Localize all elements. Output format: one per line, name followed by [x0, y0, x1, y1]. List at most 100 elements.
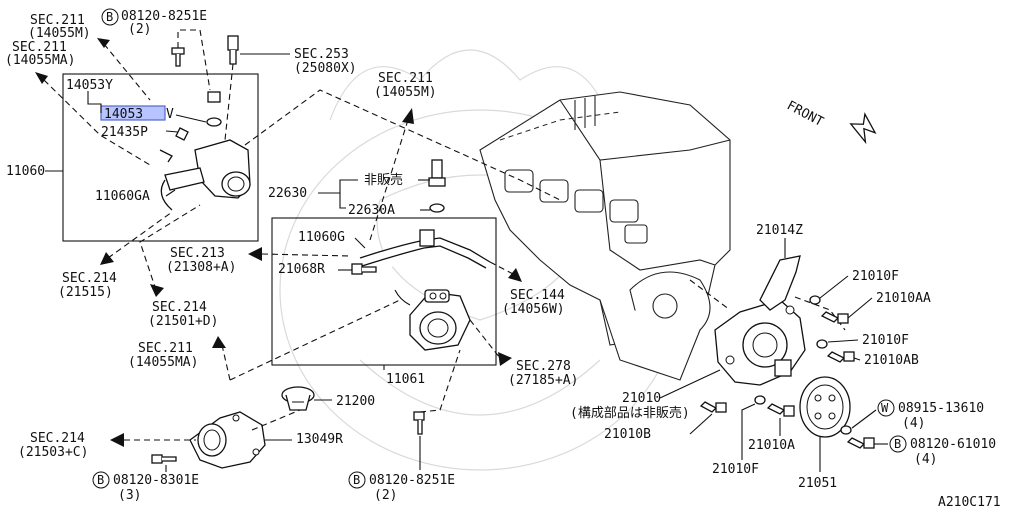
bolt-right-part[interactable]: 08120-61010 — [910, 437, 996, 452]
bolt-mid — [413, 411, 425, 435]
label-21010f-a[interactable]: 21010F — [852, 269, 899, 284]
svg-text:B: B — [894, 437, 901, 451]
bolt-top — [171, 47, 185, 67]
sec211-ma-top-ref: (14055MA) — [5, 53, 75, 68]
bolt-mid-qty: (2) — [374, 488, 397, 503]
bolt-right-qty: (4) — [914, 452, 937, 467]
svg-text:W: W — [881, 401, 889, 415]
sec214-b-ref: (21501+D) — [148, 314, 218, 329]
svg-text:B: B — [97, 473, 104, 487]
front-label: FRONT — [784, 98, 826, 130]
bolt-circle-top: B — [101, 8, 119, 26]
sec211-mid-label[interactable]: SEC.211 — [378, 71, 433, 86]
label-21010b[interactable]: 21010B — [604, 427, 651, 442]
washer-part[interactable]: 08915-13610 — [898, 401, 984, 416]
bolt-circle-mid: B — [348, 471, 366, 489]
sec213-ref: (21308+A) — [166, 260, 236, 275]
washer-08915 — [840, 425, 852, 435]
label-21014z[interactable]: 21014Z — [756, 223, 803, 238]
arrow-sec214-c — [110, 433, 196, 447]
bolt-mid-part[interactable]: 08120-8251E — [369, 473, 455, 488]
bolt-21010ab — [826, 351, 855, 363]
label-14053y[interactable]: 14053Y — [66, 78, 113, 93]
bolt-circle-right: B — [889, 435, 907, 453]
sec144-ref: (14056W) — [502, 302, 565, 317]
washer-21010f-c — [754, 395, 766, 405]
label-21435p[interactable]: 21435P — [101, 125, 148, 140]
sec214-a-ref: (21515) — [58, 285, 113, 300]
bolt-21010b — [699, 401, 727, 413]
arrow-sec214-a — [100, 211, 173, 265]
sec278-label[interactable]: SEC.278 — [516, 359, 571, 374]
label-21010a[interactable]: 21010A — [748, 438, 795, 453]
washer-qty: (4) — [902, 416, 925, 431]
sec253-label[interactable]: SEC.253 — [294, 47, 349, 62]
label-21068r[interactable]: 21068R — [278, 262, 325, 277]
arrow-sec213 — [248, 247, 351, 261]
label-21010ab[interactable]: 21010AB — [864, 353, 919, 368]
washer-22630a — [429, 203, 445, 213]
label-21010f-c[interactable]: 21010F — [712, 462, 759, 477]
sec211-top-label[interactable]: SEC.211 — [30, 13, 85, 28]
water-outlet-11060[interactable] — [159, 91, 251, 211]
arrow-sec278 — [469, 319, 512, 366]
bolt-top-part[interactable]: 08120-8251E — [121, 9, 207, 24]
bolt-21068r — [351, 263, 377, 275]
sec211-mid-ref: (14055M) — [374, 85, 437, 100]
label-21051[interactable]: 21051 — [798, 476, 837, 491]
bolt-left — [151, 454, 177, 464]
sec253-ref: (25080X) — [294, 61, 357, 76]
water-inlet-11061[interactable] — [409, 289, 471, 351]
thermostat-21200[interactable] — [281, 386, 315, 411]
sec214-a-label[interactable]: SEC.214 — [62, 271, 117, 286]
label-21010-note: (構成部品は非販売) — [570, 405, 690, 421]
sec214-c-label[interactable]: SEC.214 — [30, 431, 85, 446]
sec211-low-label[interactable]: SEC.211 — [138, 341, 193, 356]
bolt-21010a — [766, 403, 795, 417]
arrow-sec214-b — [139, 204, 201, 297]
assembly-box-11060 — [62, 73, 259, 242]
sec214-c-ref: (21503+C) — [18, 445, 88, 460]
label-21010f-b[interactable]: 21010F — [862, 333, 909, 348]
label-14053[interactable]: 14053 — [104, 107, 143, 122]
washer-21010f-a — [809, 295, 821, 305]
arrow-sec211-top — [97, 38, 151, 101]
label-22630a[interactable]: 22630A — [348, 203, 395, 218]
label-21010[interactable]: 21010 — [622, 391, 661, 406]
sensor-25080x — [227, 35, 239, 65]
label-13049r[interactable]: 13049R — [296, 432, 343, 447]
bolt-right — [846, 437, 875, 449]
arrow-sec211-mid — [369, 108, 414, 241]
sensor-22630 — [428, 159, 446, 187]
engine-ports — [504, 169, 648, 244]
pulley-21051[interactable] — [799, 376, 851, 438]
hose-11060g[interactable] — [359, 229, 491, 269]
sec211-low-ref: (14055MA) — [128, 355, 198, 370]
label-21010aa[interactable]: 21010AA — [876, 291, 931, 306]
label-21200[interactable]: 21200 — [336, 394, 375, 409]
label-11061[interactable]: 11061 — [386, 372, 425, 387]
label-11060g[interactable]: 11060G — [298, 230, 345, 245]
washer-21010f-b — [816, 339, 828, 349]
label-22630[interactable]: 22630 — [268, 186, 307, 201]
label-11060[interactable]: 11060 — [6, 164, 45, 179]
bolt-circle-left: B — [92, 471, 110, 489]
washer-circle: W — [877, 399, 895, 417]
svg-text:B: B — [106, 10, 113, 24]
label-11060ga[interactable]: 11060GA — [95, 189, 150, 204]
front-direction-indicator: FRONT — [784, 98, 877, 145]
bolt-left-qty: (3) — [118, 488, 141, 503]
diagram-id: A210C171 — [938, 495, 1001, 510]
water-pump-21010[interactable] — [714, 299, 806, 386]
arrow-sec144 — [489, 261, 522, 282]
engine-block — [479, 91, 731, 381]
sec144-label[interactable]: SEC.144 — [510, 288, 565, 303]
thermostat-housing-13049r[interactable] — [189, 411, 266, 469]
sec211-top-ref: (14055M) — [28, 26, 91, 41]
sec213-label[interactable]: SEC.213 — [170, 246, 225, 261]
bolt-left-part[interactable]: 08120-8301E — [113, 473, 199, 488]
arrow-sec211-low — [212, 299, 401, 381]
label-not-sold: 非販売 — [364, 172, 403, 188]
sec211-ma-top-label[interactable]: SEC.211 — [12, 40, 67, 55]
sec214-b-label[interactable]: SEC.214 — [152, 300, 207, 315]
